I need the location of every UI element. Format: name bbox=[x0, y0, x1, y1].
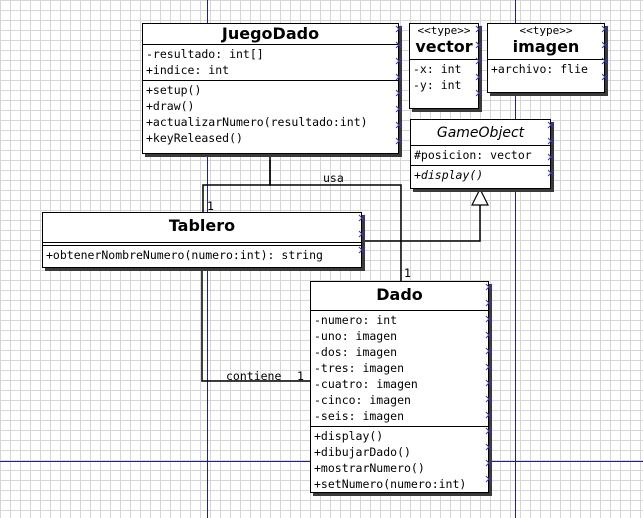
class-header: GameObject bbox=[411, 120, 550, 146]
class-header: Tablero bbox=[43, 213, 361, 243]
stereotype: <<type>> bbox=[417, 24, 471, 37]
attributes-section: -numero: int -uno: imagen -dos: imagen -… bbox=[311, 311, 488, 427]
class-juegodado[interactable]: JuegoDado -resultado: int[] +indice: int… bbox=[142, 23, 399, 154]
operation[interactable]: +dibujarDado() bbox=[314, 445, 411, 459]
operation[interactable]: +display() bbox=[314, 429, 384, 443]
class-header: Dado bbox=[311, 282, 488, 311]
attribute[interactable]: -cuatro: imagen bbox=[314, 377, 418, 391]
attribute[interactable]: -uno: imagen bbox=[314, 329, 398, 343]
attribute[interactable]: -cinco: imagen bbox=[314, 393, 411, 407]
class-vector[interactable]: <<type>> vector -x: int -y: int bbox=[409, 23, 479, 109]
operation[interactable]: +setNumero(numero:int) bbox=[314, 477, 467, 491]
class-gameobject[interactable]: GameObject #posicion: vector +display() bbox=[410, 119, 551, 189]
attribute[interactable]: -numero: int bbox=[314, 313, 398, 327]
stereotype: <<type>> bbox=[519, 24, 573, 37]
operation[interactable]: +mostrarNumero() bbox=[314, 461, 425, 475]
class-name: Dado bbox=[376, 285, 423, 304]
class-name: JuegoDado bbox=[221, 24, 320, 43]
attributes-section bbox=[43, 243, 361, 246]
operation[interactable]: +draw() bbox=[146, 99, 195, 113]
attribute[interactable]: +indice: int bbox=[146, 63, 230, 77]
class-header: <<type>> vector bbox=[410, 24, 478, 60]
class-imagen[interactable]: <<type>> imagen +archivo: flie bbox=[487, 23, 605, 93]
attribute[interactable]: #posicion: vector bbox=[414, 148, 532, 162]
generalization-arrow bbox=[471, 187, 489, 206]
attributes-section: -resultado: int[] +indice: int bbox=[143, 45, 398, 81]
relation-label-usa: usa bbox=[323, 171, 344, 185]
attribute[interactable]: -tres: imagen bbox=[314, 361, 405, 375]
operation[interactable]: +keyReleased() bbox=[146, 131, 243, 145]
class-name: GameObject bbox=[436, 125, 525, 141]
line-dado-gameobject[interactable] bbox=[362, 205, 481, 242]
relation-label-contiene: contiene bbox=[226, 369, 282, 383]
operation[interactable]: +actualizarNumero(resultado:int) bbox=[146, 115, 368, 129]
class-tablero[interactable]: Tablero +obtenerNombreNumero(numero:int)… bbox=[42, 212, 362, 268]
attribute[interactable]: -x: int bbox=[413, 62, 462, 76]
operation[interactable]: +setup() bbox=[146, 83, 202, 97]
operations-section: +display() bbox=[411, 166, 550, 185]
operation[interactable]: +display() bbox=[414, 168, 484, 182]
class-header: JuegoDado bbox=[143, 24, 398, 45]
multiplicity-dado: 1 bbox=[404, 266, 411, 280]
operation[interactable]: +obtenerNombreNumero(numero:int): string bbox=[46, 248, 323, 262]
attributes-section: +archivo: flie bbox=[488, 60, 604, 79]
operations-section: +obtenerNombreNumero(numero:int): string bbox=[43, 246, 361, 265]
line-tablero-dado[interactable] bbox=[201, 268, 311, 382]
attributes-section: #posicion: vector bbox=[411, 146, 550, 166]
class-name: imagen bbox=[512, 37, 580, 56]
attribute[interactable]: -y: int bbox=[413, 78, 462, 92]
class-name: Tablero bbox=[168, 216, 236, 235]
attributes-section: -x: int -y: int bbox=[410, 60, 478, 95]
class-name: vector bbox=[415, 37, 473, 56]
operations-section: +setup() +draw() +actualizarNumero(resul… bbox=[143, 81, 398, 148]
guide-line-v2 bbox=[515, 0, 516, 518]
class-header: <<type>> imagen bbox=[488, 24, 604, 60]
attribute[interactable]: -resultado: int[] bbox=[146, 47, 264, 61]
operations-section: +display() +dibujarDado() +mostrarNumero… bbox=[311, 427, 488, 494]
attribute[interactable]: -dos: imagen bbox=[314, 345, 398, 359]
attribute[interactable]: +archivo: flie bbox=[491, 62, 588, 76]
multiplicity-tablero: 1 bbox=[207, 199, 214, 213]
class-dado[interactable]: Dado -numero: int -uno: imagen -dos: ima… bbox=[310, 281, 489, 493]
multiplicity-contiene: 1 bbox=[297, 369, 304, 383]
line-juego-dado[interactable] bbox=[269, 160, 402, 281]
attribute[interactable]: -seis: imagen bbox=[314, 409, 405, 423]
